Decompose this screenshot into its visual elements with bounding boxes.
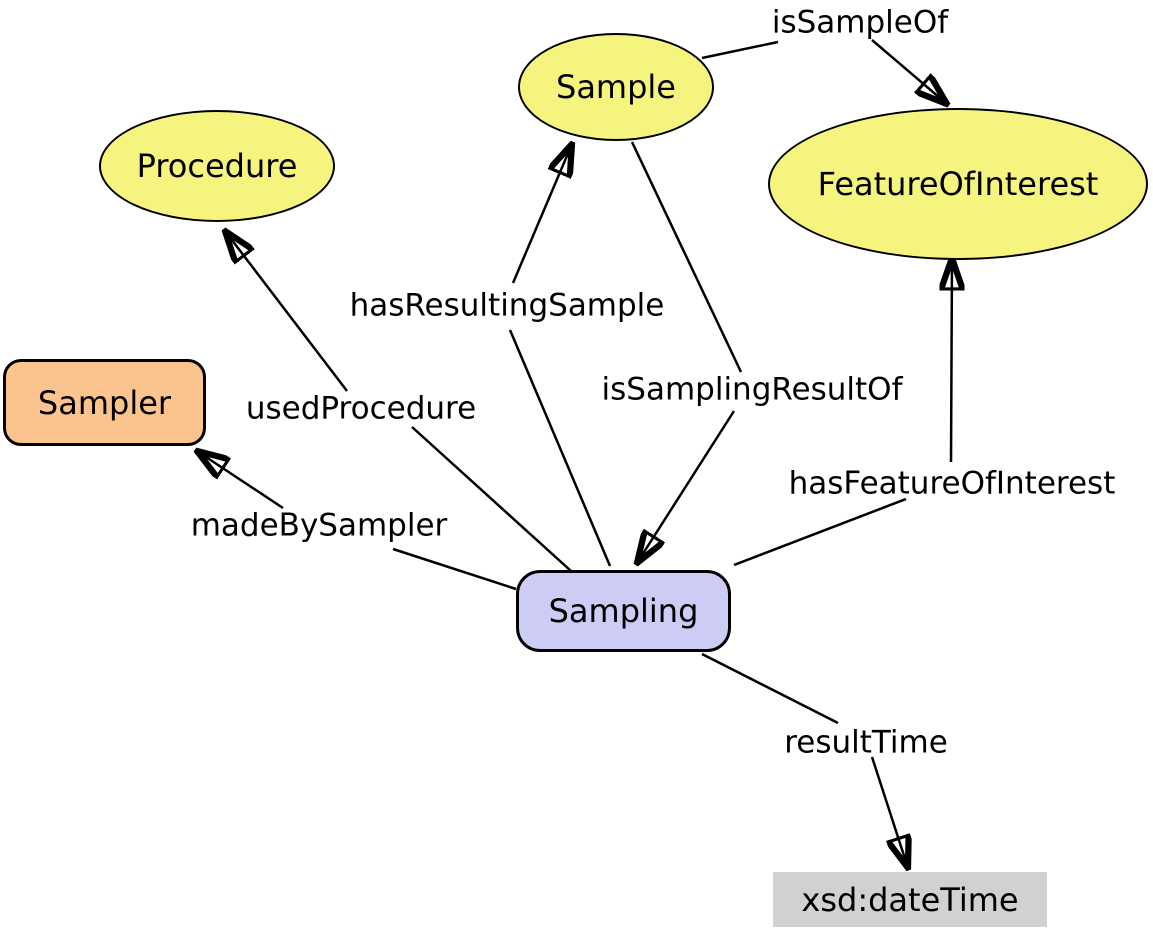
edge-isSamplingResultOf-arrow [637, 410, 736, 563]
edge-isSamplingResultOf [630, 141, 743, 563]
edge-isSampleOf-arrow [871, 39, 947, 104]
node-xsd-datetime-label: xsd:dateTime [801, 880, 1019, 919]
edge-label-hasResultingSample: hasResultingSample [349, 287, 665, 324]
edge-hasResultingSample-arrow [511, 144, 572, 284]
edge-isSampleOf [701, 39, 947, 104]
edge-resultTime [701, 652, 908, 868]
edge-hasResultingSample-line [508, 329, 612, 567]
node-sampling-label: Sampling [548, 592, 699, 630]
node-sampler-label: Sampler [37, 383, 172, 422]
edge-label-isSampleOf: isSampleOf [771, 4, 949, 41]
edge-usedProcedure-line [411, 426, 572, 572]
edge-madeBySampler-arrow [197, 451, 284, 510]
edge-label-isSamplingResultOf: isSamplingResultOf [601, 371, 903, 408]
edge-usedProcedure-arrow [225, 231, 348, 392]
edge-usedProcedure [225, 231, 572, 572]
edge-label-hasFeatureOfInterest: hasFeatureOfInterest [788, 465, 1116, 502]
node-xsd-datetime: xsd:dateTime [773, 872, 1047, 927]
edge-hasFeatureOfInterest-arrow [951, 258, 952, 463]
edge-madeBySampler-line [392, 547, 517, 591]
node-sample-label: Sample [556, 68, 676, 106]
node-procedure: Procedure [99, 110, 335, 222]
node-sampler: Sampler [3, 359, 206, 446]
edge-isSamplingResultOf-line [630, 141, 743, 373]
edge-resultTime-arrow [870, 756, 908, 868]
edge-isSampleOf-line [701, 40, 779, 60]
node-procedure-label: Procedure [136, 147, 298, 185]
edge-label-madeBySampler: madeBySampler [190, 507, 448, 544]
edge-madeBySampler [197, 451, 517, 591]
edge-label-resultTime: resultTime [784, 724, 948, 761]
edge-label-usedProcedure: usedProcedure [245, 390, 477, 427]
edge-resultTime-line [701, 652, 839, 725]
edge-hasFeatureOfInterest [733, 258, 952, 567]
edge-hasResultingSample [508, 144, 612, 567]
node-feature-of-interest: FeatureOfInterest [768, 108, 1148, 260]
node-sample: Sample [518, 33, 714, 141]
node-sampling: Sampling [516, 570, 731, 652]
edge-hasFeatureOfInterest-line [733, 497, 907, 567]
node-feature-of-interest-label: FeatureOfInterest [817, 165, 1099, 203]
